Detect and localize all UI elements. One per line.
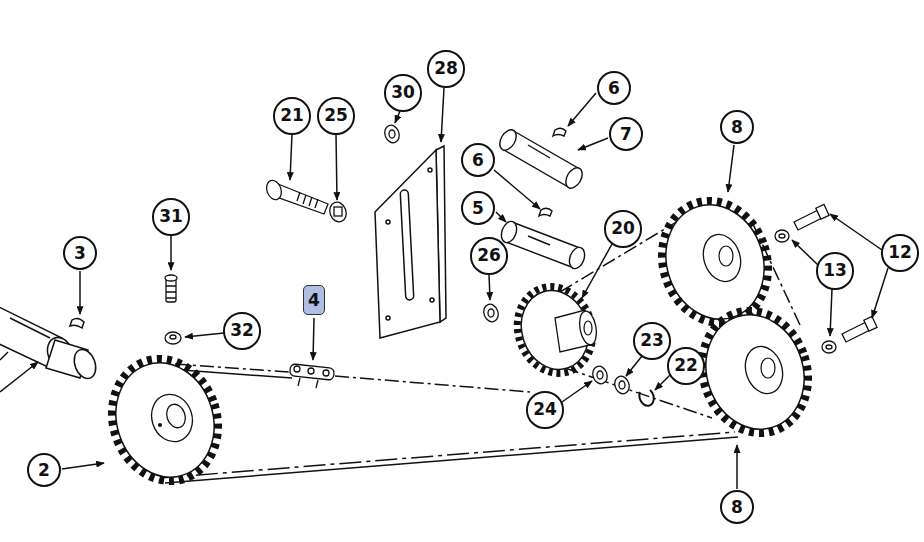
callout-number: 7 [609, 117, 643, 151]
callout-number: 21 [273, 97, 311, 135]
washer [590, 364, 653, 406]
leader-lines [62, 88, 888, 489]
callout-text: 22 [674, 357, 698, 374]
callout-number: 32 [223, 312, 261, 350]
callout-number: 24 [526, 391, 564, 429]
callout-number: 2 [27, 453, 61, 487]
callout-number: 8 [720, 110, 754, 144]
callout-number: 3 [63, 236, 97, 270]
sprocket [506, 277, 604, 384]
callout-number: 22 [667, 347, 705, 385]
callout-text: 5 [472, 200, 484, 217]
callout-text: 6 [608, 80, 620, 97]
highlighted-callout: 4 [303, 285, 325, 315]
callout-number: 26 [470, 237, 508, 275]
sprocket [96, 345, 233, 495]
callout-number: 20 [604, 210, 642, 248]
callout-number: 31 [152, 198, 190, 236]
callout-text: 3 [74, 245, 86, 262]
callout-text: 32 [230, 322, 254, 339]
washer [481, 302, 500, 324]
callout-number: 23 [633, 322, 671, 360]
callout-text: 28 [434, 60, 458, 77]
callout-number: 12 [881, 234, 919, 272]
callout-text: 30 [391, 84, 415, 101]
callout-text: 6 [472, 152, 484, 169]
callout-text: 2 [38, 462, 50, 479]
callout-number: 25 [317, 97, 355, 135]
shaft [496, 127, 587, 271]
chain-link [289, 364, 334, 388]
callout-number: 5 [461, 191, 495, 225]
callout-text: 4 [308, 292, 320, 309]
callout-text: 8 [731, 499, 743, 516]
callout-number: 8 [720, 490, 754, 524]
callout-text: 25 [324, 107, 348, 124]
callout-text: 21 [280, 107, 304, 124]
callout-text: 26 [477, 247, 501, 264]
callout-text: 8 [731, 119, 743, 136]
bolt [165, 275, 181, 344]
bracket-plate [375, 146, 446, 338]
callout-number: 28 [427, 50, 465, 88]
callout-text: 20 [611, 220, 635, 237]
callout-text: 13 [823, 262, 847, 279]
callout-number: 6 [597, 71, 631, 105]
sprocket [646, 187, 823, 447]
callout-text: 12 [888, 244, 912, 261]
callout-number: 13 [816, 252, 854, 290]
shaft [0, 305, 100, 392]
callout-text: 24 [533, 401, 557, 418]
callout-text: 23 [640, 332, 664, 349]
callout-number: 30 [384, 74, 422, 112]
callout-text: 7 [620, 126, 632, 143]
callout-number: 6 [461, 143, 495, 177]
callout-text: 31 [159, 208, 183, 225]
washer [382, 123, 401, 145]
bolt [775, 204, 877, 353]
